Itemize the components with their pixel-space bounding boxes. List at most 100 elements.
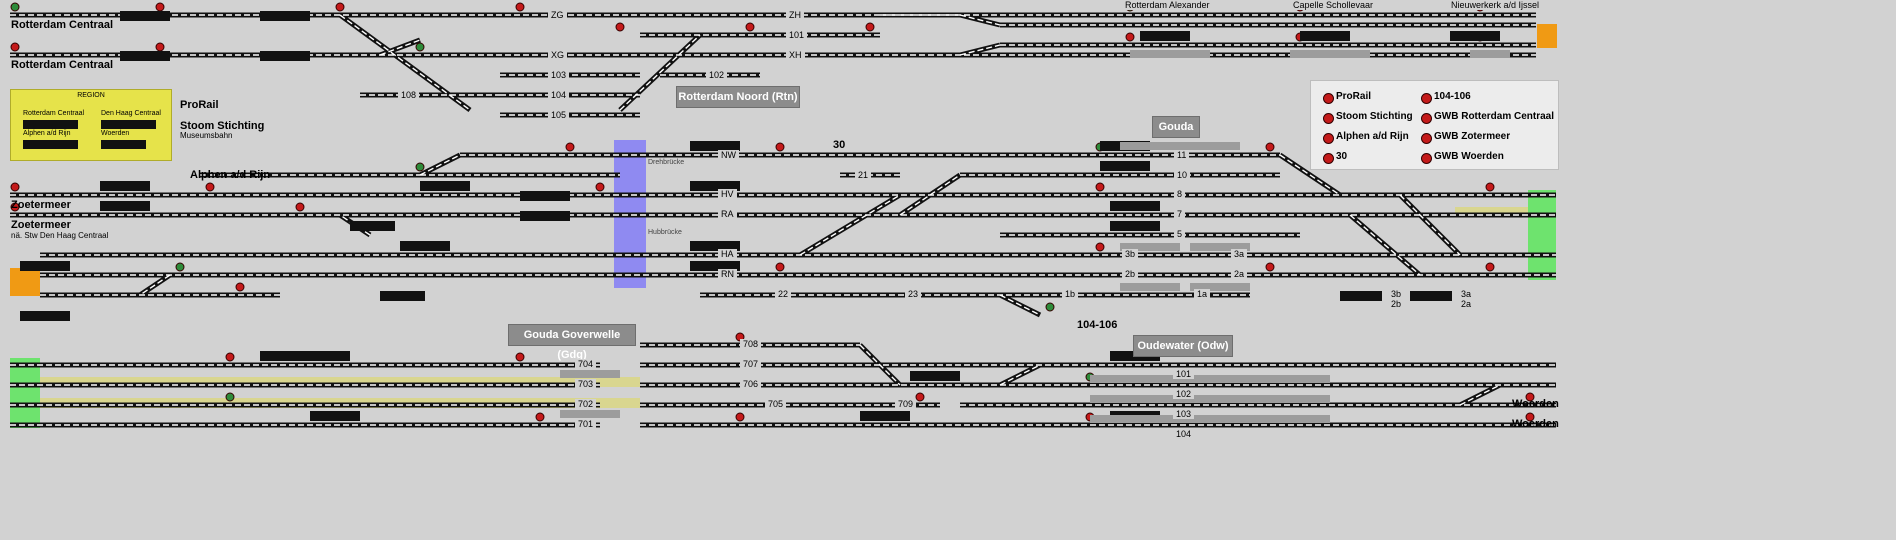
signal-lamp[interactable] [745, 22, 755, 32]
train-number-field[interactable] [1300, 31, 1350, 41]
signal-lamp[interactable] [735, 412, 745, 422]
signal-lamp[interactable] [1095, 242, 1105, 252]
train-number-field[interactable] [380, 291, 425, 301]
train-number-field[interactable] [690, 241, 740, 251]
signal-lamp[interactable] [535, 412, 545, 422]
area-gouda[interactable]: Gouda [1152, 116, 1200, 138]
track-number[interactable]: 702 [575, 399, 597, 409]
track-number[interactable]: 102 [706, 70, 728, 80]
track-number[interactable]: 708 [740, 339, 762, 349]
signal-lamp[interactable] [175, 262, 185, 272]
track-number[interactable]: RA [718, 209, 737, 219]
train-number-field[interactable] [520, 211, 570, 221]
signal-lamp[interactable] [515, 352, 525, 362]
train-number-field[interactable] [1110, 201, 1160, 211]
train-number-field[interactable] [1340, 291, 1382, 301]
track-number[interactable]: RN [718, 269, 737, 279]
area-oudewater[interactable]: Oudewater (Odw) [1133, 335, 1233, 357]
train-number-field[interactable] [20, 261, 70, 271]
signal-lamp[interactable] [1485, 262, 1495, 272]
signal-lamp[interactable] [1125, 32, 1135, 42]
exit-zone-zoetermeer[interactable] [10, 268, 40, 296]
region-block[interactable] [101, 120, 156, 129]
train-number-field[interactable] [350, 221, 395, 231]
track-number[interactable]: 101 [786, 30, 808, 40]
track-number[interactable]: 102 [1173, 389, 1195, 399]
train-number-field[interactable] [910, 371, 960, 381]
signal-lamp[interactable] [225, 392, 235, 402]
track-number[interactable]: 23 [905, 289, 922, 299]
track-number[interactable]: HA [718, 249, 737, 259]
signal-lamp[interactable] [295, 202, 305, 212]
track-number[interactable]: 3b [1122, 249, 1139, 259]
track-number[interactable]: 707 [740, 359, 762, 369]
train-number-field[interactable] [420, 181, 470, 191]
train-number-field[interactable] [1100, 161, 1150, 171]
track-number[interactable]: 10 [1174, 170, 1191, 180]
signal-lamp[interactable] [10, 42, 20, 52]
area-gouda-goverwelle[interactable]: Gouda Goverwelle (Gdg) [508, 324, 636, 361]
signal-lamp[interactable] [1485, 182, 1495, 192]
track-number[interactable]: 101 [1173, 369, 1195, 379]
signal-lamp[interactable] [415, 42, 425, 52]
train-number-field[interactable] [260, 51, 310, 61]
track-number[interactable]: 2a [1231, 269, 1248, 279]
track-number[interactable]: 105 [548, 110, 570, 120]
signal-lamp[interactable] [515, 2, 525, 12]
track-number[interactable]: XG [548, 50, 568, 60]
train-number-field[interactable] [400, 241, 450, 251]
track-number[interactable]: NW [718, 150, 739, 160]
signal-lamp[interactable] [595, 182, 605, 192]
signal-lamp[interactable] [10, 202, 20, 212]
track-number[interactable]: 703 [575, 379, 597, 389]
signal-lamp[interactable] [1265, 262, 1275, 272]
track-number[interactable]: 104 [1173, 429, 1195, 439]
track-number[interactable]: 709 [895, 399, 917, 409]
track-number[interactable]: 706 [740, 379, 762, 389]
signal-lamp[interactable] [1525, 392, 1535, 402]
area-rotterdam-noord[interactable]: Rotterdam Noord (Rtn) [676, 86, 800, 108]
train-number-field[interactable] [120, 11, 170, 21]
signal-lamp[interactable] [865, 22, 875, 32]
train-number-field[interactable] [1410, 291, 1452, 301]
train-number-field[interactable] [310, 411, 360, 421]
track-number[interactable]: 1b [1062, 289, 1079, 299]
region-block[interactable] [23, 140, 78, 149]
train-number-field[interactable] [1450, 31, 1500, 41]
track-number[interactable]: 11 [1174, 150, 1190, 160]
train-number-field[interactable] [300, 351, 350, 361]
signal-lamp[interactable] [10, 182, 20, 192]
signal-lamp[interactable] [565, 142, 575, 152]
region-block[interactable] [101, 140, 146, 149]
track-number[interactable]: 5 [1174, 229, 1186, 239]
track-number[interactable]: 104 [548, 90, 570, 100]
train-number-field[interactable] [20, 311, 70, 321]
signal-lamp[interactable] [1525, 412, 1535, 422]
train-number-field[interactable] [860, 411, 910, 421]
region-block[interactable] [23, 120, 78, 129]
track-number[interactable]: 701 [575, 419, 597, 429]
track-number[interactable]: 704 [575, 359, 597, 369]
track-number[interactable]: 7 [1174, 209, 1186, 219]
track-number[interactable]: ZH [786, 10, 804, 20]
signal-lamp[interactable] [155, 42, 165, 52]
signal-lamp[interactable] [615, 22, 625, 32]
train-number-field[interactable] [520, 191, 570, 201]
train-number-field[interactable] [690, 181, 740, 191]
signal-lamp[interactable] [235, 282, 245, 292]
track-number[interactable]: HV [718, 189, 737, 199]
track-number[interactable]: 705 [765, 399, 787, 409]
track-number[interactable]: 8 [1174, 189, 1186, 199]
train-number-field[interactable] [1110, 221, 1160, 231]
train-number-field[interactable] [690, 261, 740, 271]
train-number-field[interactable] [120, 51, 170, 61]
track-number[interactable]: 2b [1122, 269, 1139, 279]
track-number[interactable]: 108 [398, 90, 420, 100]
exit-zone-gouda-goverwelle-left[interactable] [10, 358, 40, 428]
signal-lamp[interactable] [1095, 182, 1105, 192]
signal-lamp[interactable] [205, 182, 215, 192]
train-number-field[interactable] [1140, 31, 1190, 41]
signal-lamp[interactable] [775, 262, 785, 272]
train-number-field[interactable] [260, 351, 305, 361]
track-number[interactable]: 21 [855, 170, 872, 180]
